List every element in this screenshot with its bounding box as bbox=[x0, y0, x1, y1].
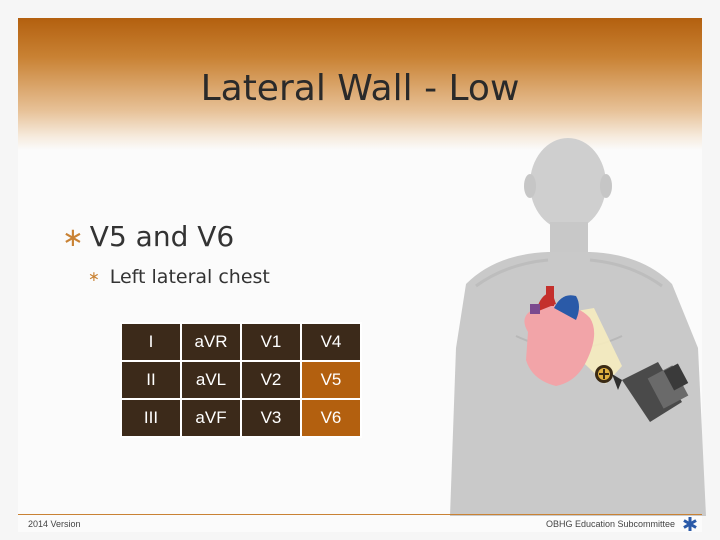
bullet-sub-text: Left lateral chest bbox=[109, 266, 270, 288]
bullet-sub: ∗ Left lateral chest bbox=[88, 266, 270, 288]
lead-cell-v5: V5 bbox=[300, 360, 362, 400]
ear-left bbox=[524, 174, 536, 198]
slide-title: Lateral Wall - Low bbox=[200, 68, 520, 109]
lead-cell-ii: II bbox=[120, 360, 182, 400]
title-band bbox=[18, 18, 702, 150]
lead-cell-v4: V4 bbox=[300, 322, 362, 362]
lead-cell-v1: V1 bbox=[240, 322, 302, 362]
ear-right bbox=[600, 174, 612, 198]
bullet-main: ∗V5 and V6 bbox=[62, 220, 234, 253]
footer-org: OBHG Education Subcommittee bbox=[546, 519, 676, 529]
lead-cell-v6: V6 bbox=[300, 398, 362, 438]
asterisk-bullet-icon: ∗ bbox=[62, 223, 84, 253]
torso-heart-camera-illustration bbox=[450, 138, 706, 516]
lead-cell-v3: V3 bbox=[240, 398, 302, 438]
lead-cell-v2: V2 bbox=[240, 360, 302, 400]
heart-shape bbox=[524, 305, 595, 386]
lead-cell-avf: aVF bbox=[180, 398, 242, 438]
footer-divider bbox=[18, 514, 702, 515]
head-shape bbox=[530, 138, 606, 230]
lead-cell-avl: aVL bbox=[180, 360, 242, 400]
camera-icon bbox=[612, 362, 689, 422]
bullet-main-text: V5 and V6 bbox=[89, 220, 235, 253]
lead-cell-avr: aVR bbox=[180, 322, 242, 362]
lead-cell-iii: III bbox=[120, 398, 182, 438]
asterisk-bullet-icon: ∗ bbox=[88, 269, 100, 285]
star-of-life-icon bbox=[683, 517, 697, 531]
torso-shape bbox=[450, 252, 706, 516]
footer-version: 2014 Version bbox=[28, 519, 81, 529]
lead-cell-i: I bbox=[120, 322, 182, 362]
